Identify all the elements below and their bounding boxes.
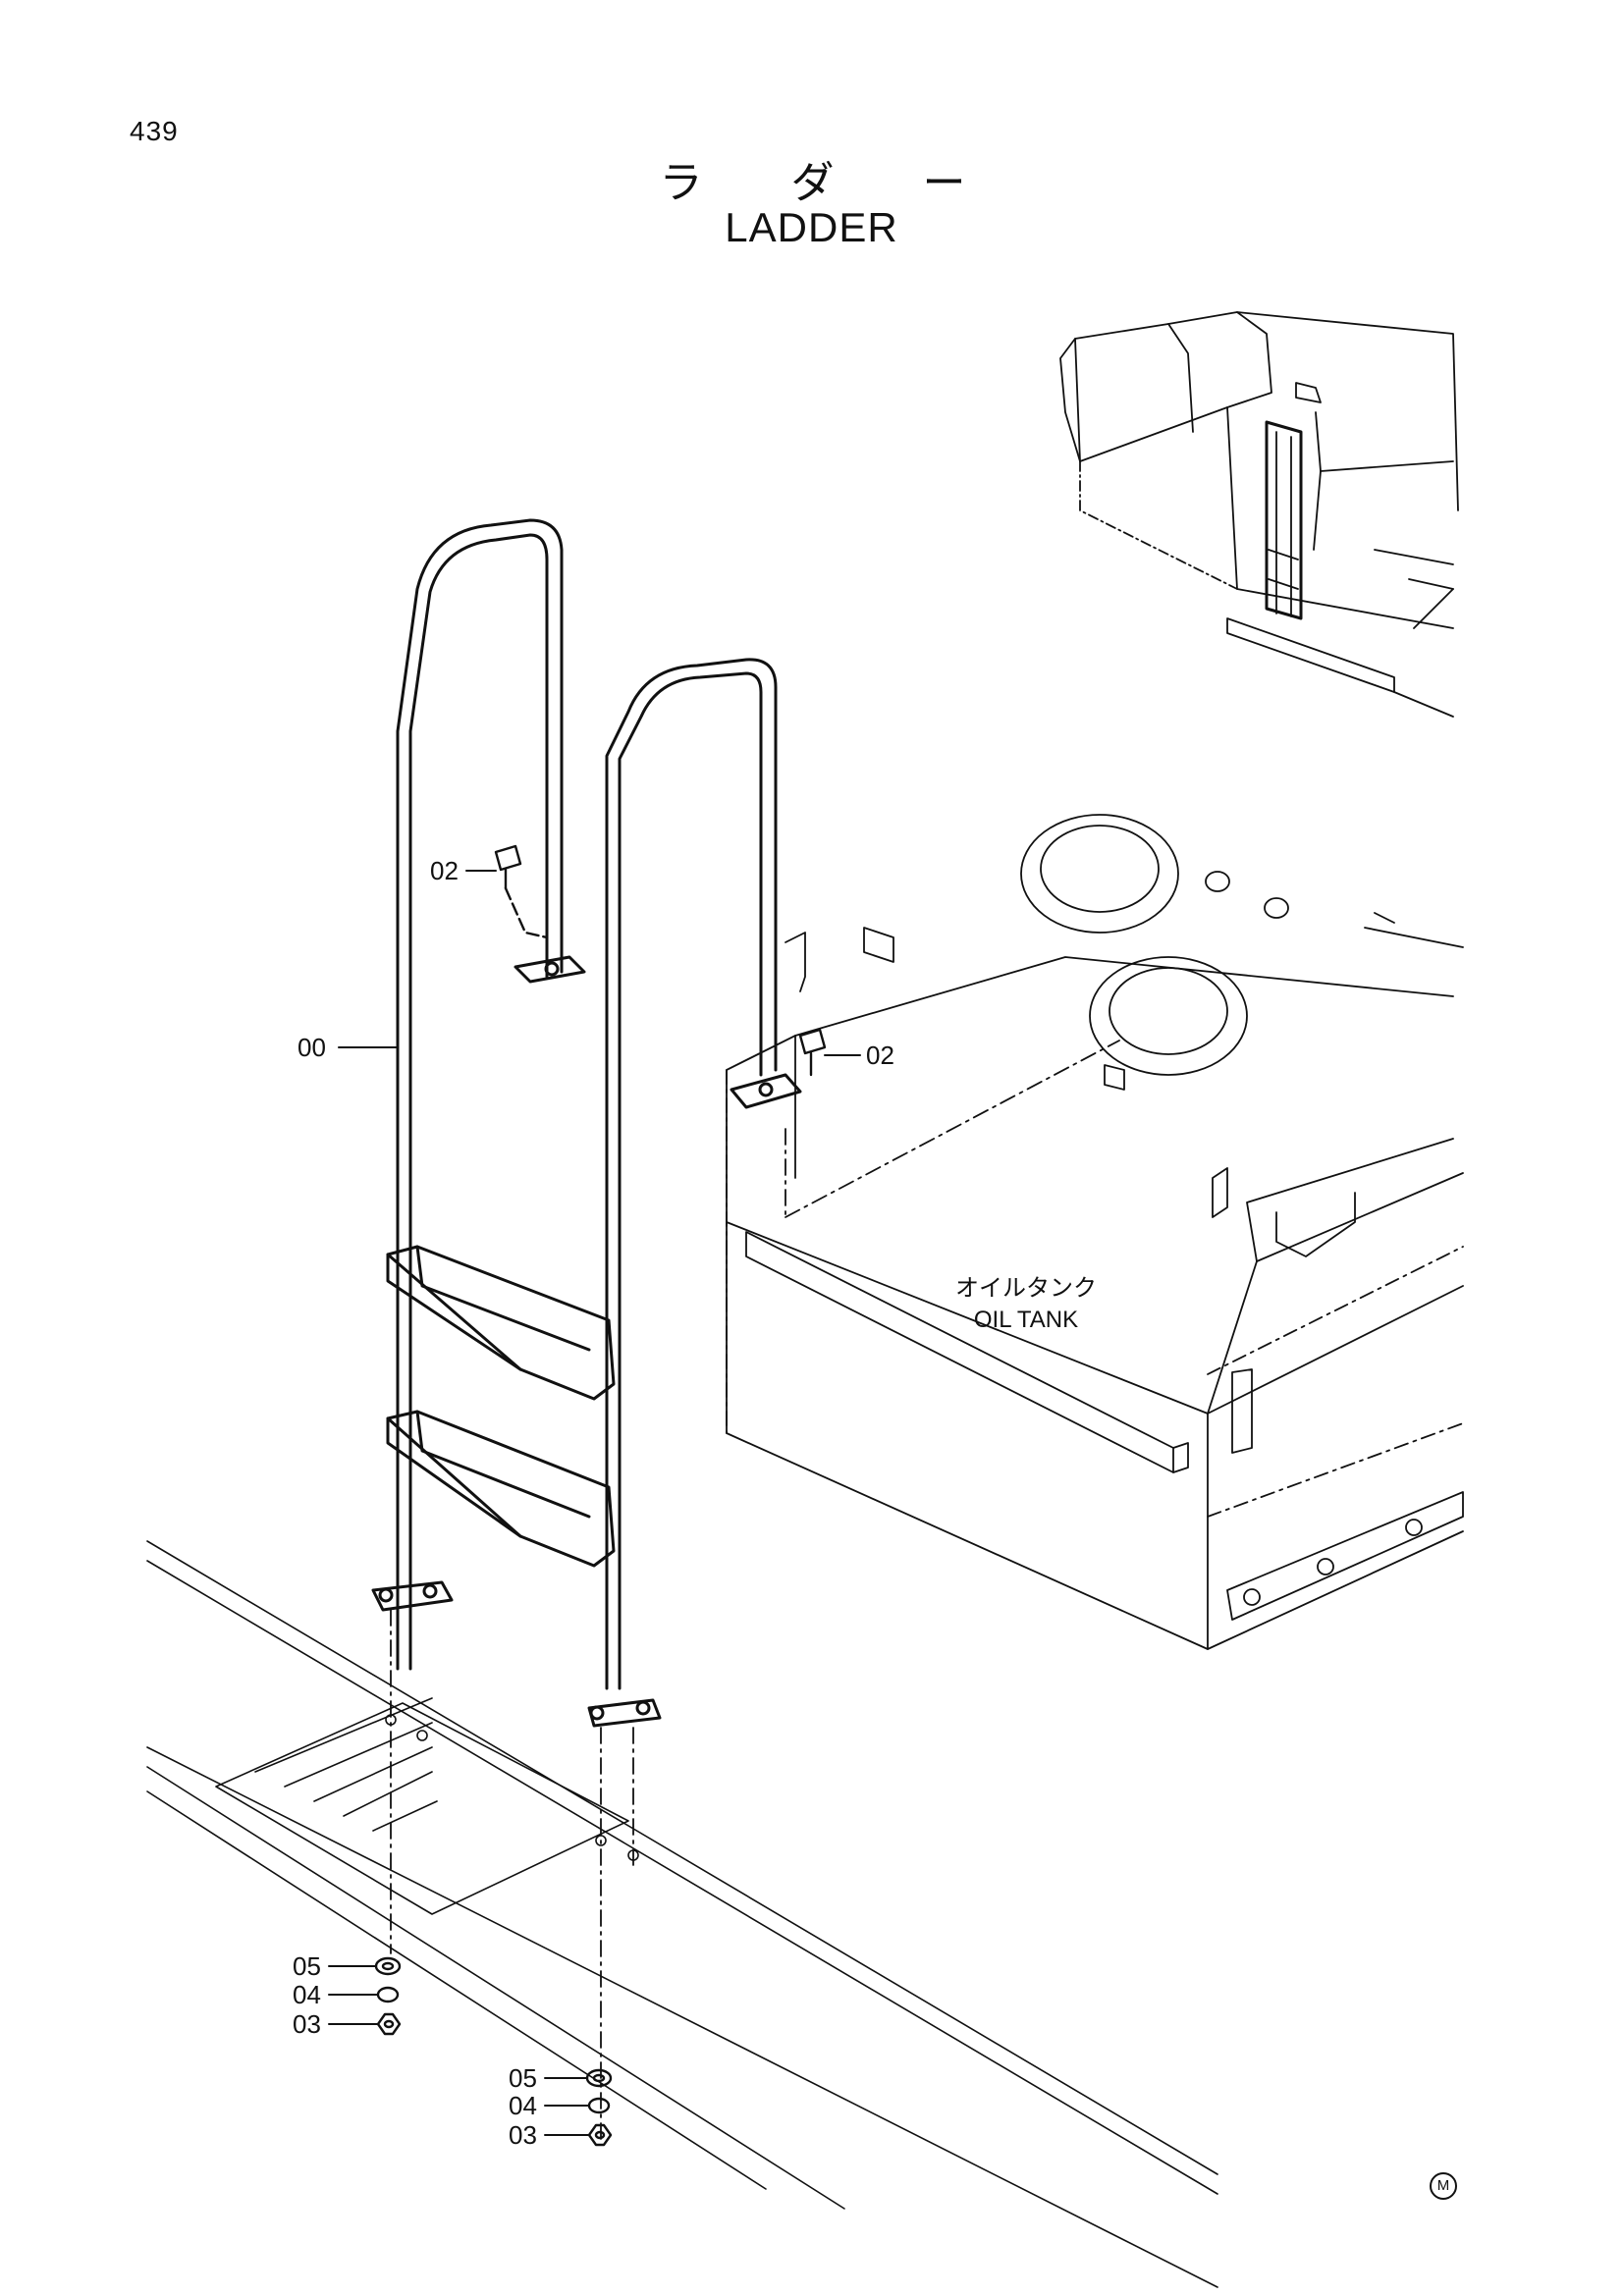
label-spring-washer-right: 04 bbox=[509, 2091, 537, 2120]
oil-tank bbox=[726, 814, 1464, 1650]
label-ladder-assy: 00 bbox=[298, 1033, 326, 1062]
label-bolt-upper-left: 02 bbox=[430, 856, 459, 885]
leader-lines bbox=[328, 870, 861, 2136]
label-nut-left: 03 bbox=[293, 2009, 321, 2039]
title-japanese: ラ ダ ー bbox=[659, 158, 1003, 208]
hardware-left bbox=[374, 1956, 402, 2036]
hardware-right bbox=[585, 2068, 613, 2147]
page-number: 439 bbox=[130, 116, 179, 146]
label-spring-washer-left: 04 bbox=[293, 1980, 321, 2009]
center-lines bbox=[390, 1040, 1120, 2146]
label-bolt-upper-right: 02 bbox=[866, 1041, 894, 1070]
bolt-upper-right bbox=[798, 1028, 827, 1077]
bolt-upper-left bbox=[494, 844, 549, 939]
title-english: LADDER bbox=[725, 204, 898, 250]
frame-floor bbox=[146, 1540, 1218, 2288]
tank-label-jp: オイルタンク bbox=[955, 1275, 1097, 1302]
tank-label-en: OIL TANK bbox=[973, 1307, 1079, 1333]
manufacturer-mark: M bbox=[1430, 2172, 1457, 2200]
ladder-assembly bbox=[371, 518, 802, 1728]
label-washer-left: 05 bbox=[293, 1951, 321, 1981]
machine-inset bbox=[1059, 311, 1459, 718]
label-washer-right: 05 bbox=[509, 2063, 537, 2093]
label-nut-right: 03 bbox=[509, 2120, 537, 2150]
